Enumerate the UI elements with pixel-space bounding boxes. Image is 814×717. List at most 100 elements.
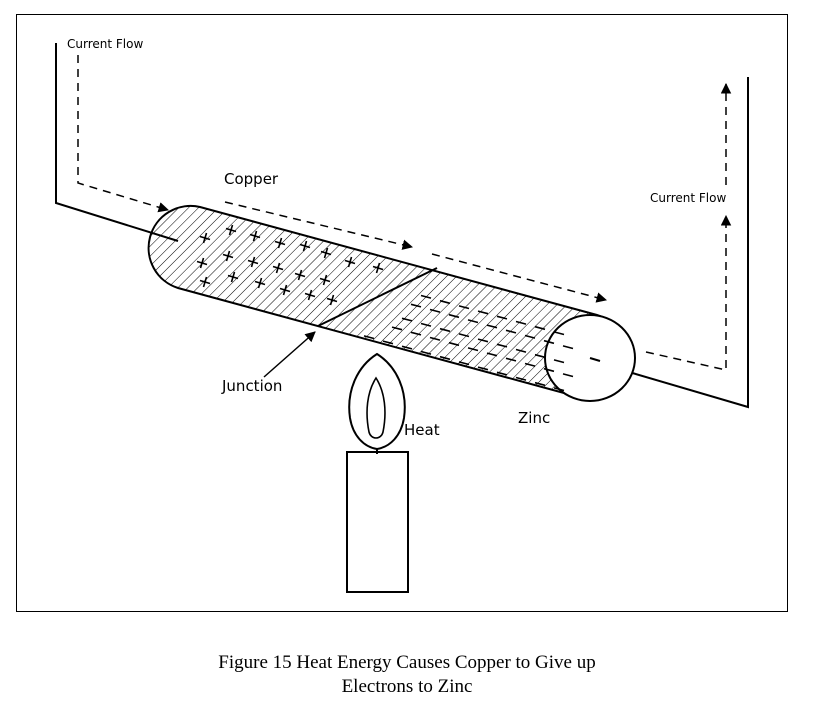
negative-mark [543,339,555,345]
negative-mark [429,308,441,313]
positive-mark [202,276,208,288]
negative-mark [515,376,527,381]
negative-mark [477,310,489,315]
junction-label: Junction [222,377,283,395]
negative-mark [467,347,479,352]
current-flow-arrow-left [77,55,170,213]
positive-mark [282,284,288,296]
negative-mark [429,336,441,341]
positive-mark [252,230,258,242]
negative-mark [486,380,498,385]
wire-stub [589,357,601,362]
positive-mark [250,256,256,268]
positive-mark [202,232,208,244]
flame-inner [366,376,386,439]
copper-positive-marks [196,224,384,306]
positive-mark [230,271,236,283]
negative-mark [505,329,517,334]
current-flow-arrow-right-lower [645,214,732,371]
negative-mark [477,338,489,343]
positive-mark [275,262,281,274]
current-flow-arrow-copper [224,201,414,250]
current-flow-label-left: Current Flow [67,37,144,51]
negative-mark [439,355,451,361]
current-flow-label-right: Current Flow [650,191,727,205]
negative-mark [420,294,432,299]
positive-mark [199,257,205,269]
flame-outer [348,352,406,451]
negative-mark [505,357,517,362]
negative-mark [563,402,573,405]
negative-mark [553,331,565,336]
negative-mark [496,315,508,320]
negative-mark [420,322,432,327]
positive-mark [347,256,353,268]
junction-line [317,267,438,327]
candle [346,451,409,593]
positive-mark [329,294,335,306]
junction-pointer [263,331,316,378]
positive-mark [277,237,283,249]
negative-mark [553,359,565,364]
negative-mark [439,327,451,333]
positive-mark [322,274,328,286]
caption-line-2: Electrons to Zinc [341,676,473,697]
negative-mark [410,303,422,308]
negative-mark [562,373,574,378]
positive-mark [323,247,329,259]
negative-mark [486,352,498,357]
negative-mark [401,345,413,350]
positive-mark [228,224,234,236]
negative-mark [391,354,403,359]
negative-mark [553,387,565,392]
negative-mark [534,353,546,359]
positive-mark [257,277,263,289]
negative-mark [363,335,375,340]
negative-mark [372,349,384,354]
negative-mark [515,320,527,325]
heat-label: Heat [404,421,440,439]
negative-mark [515,348,527,353]
negative-mark [353,343,365,349]
positive-mark [297,269,303,281]
negative-mark [496,371,508,376]
negative-mark [391,326,403,331]
negative-mark [448,341,460,347]
negative-mark [467,319,479,324]
positive-mark [225,250,231,262]
negative-mark [524,390,536,395]
negative-mark [534,381,546,387]
negative-mark [410,331,422,336]
current-flow-arrow-zinc [431,253,608,303]
negative-mark [458,333,470,338]
negative-mark [496,343,508,348]
negative-mark [534,325,546,331]
copper-label: Copper [224,170,279,188]
zinc-label: Zinc [518,409,551,427]
negative-mark [467,375,479,380]
figure-caption: Figure 15 Heat Energy Causes Copper to G… [0,651,814,699]
negative-mark [429,364,441,369]
negative-mark [524,362,536,367]
negative-mark [505,385,517,390]
positive-mark [307,289,313,301]
negative-mark [382,340,394,345]
negative-mark [410,359,422,364]
negative-mark [420,350,432,355]
caption-line-1: Figure 15 Heat Energy Causes Copper to G… [218,652,596,673]
left-wire [55,43,179,242]
negative-mark [448,369,460,375]
negative-mark [458,305,470,310]
negative-mark [401,317,413,322]
positive-mark [302,240,308,252]
right-wire [587,77,749,409]
negative-mark [543,395,555,398]
negative-mark [486,324,498,329]
negative-mark [448,313,460,319]
figure-frame [16,14,788,612]
negative-mark [543,367,555,373]
negative-mark [562,345,574,350]
negative-mark [458,361,470,366]
negative-mark [524,334,536,339]
